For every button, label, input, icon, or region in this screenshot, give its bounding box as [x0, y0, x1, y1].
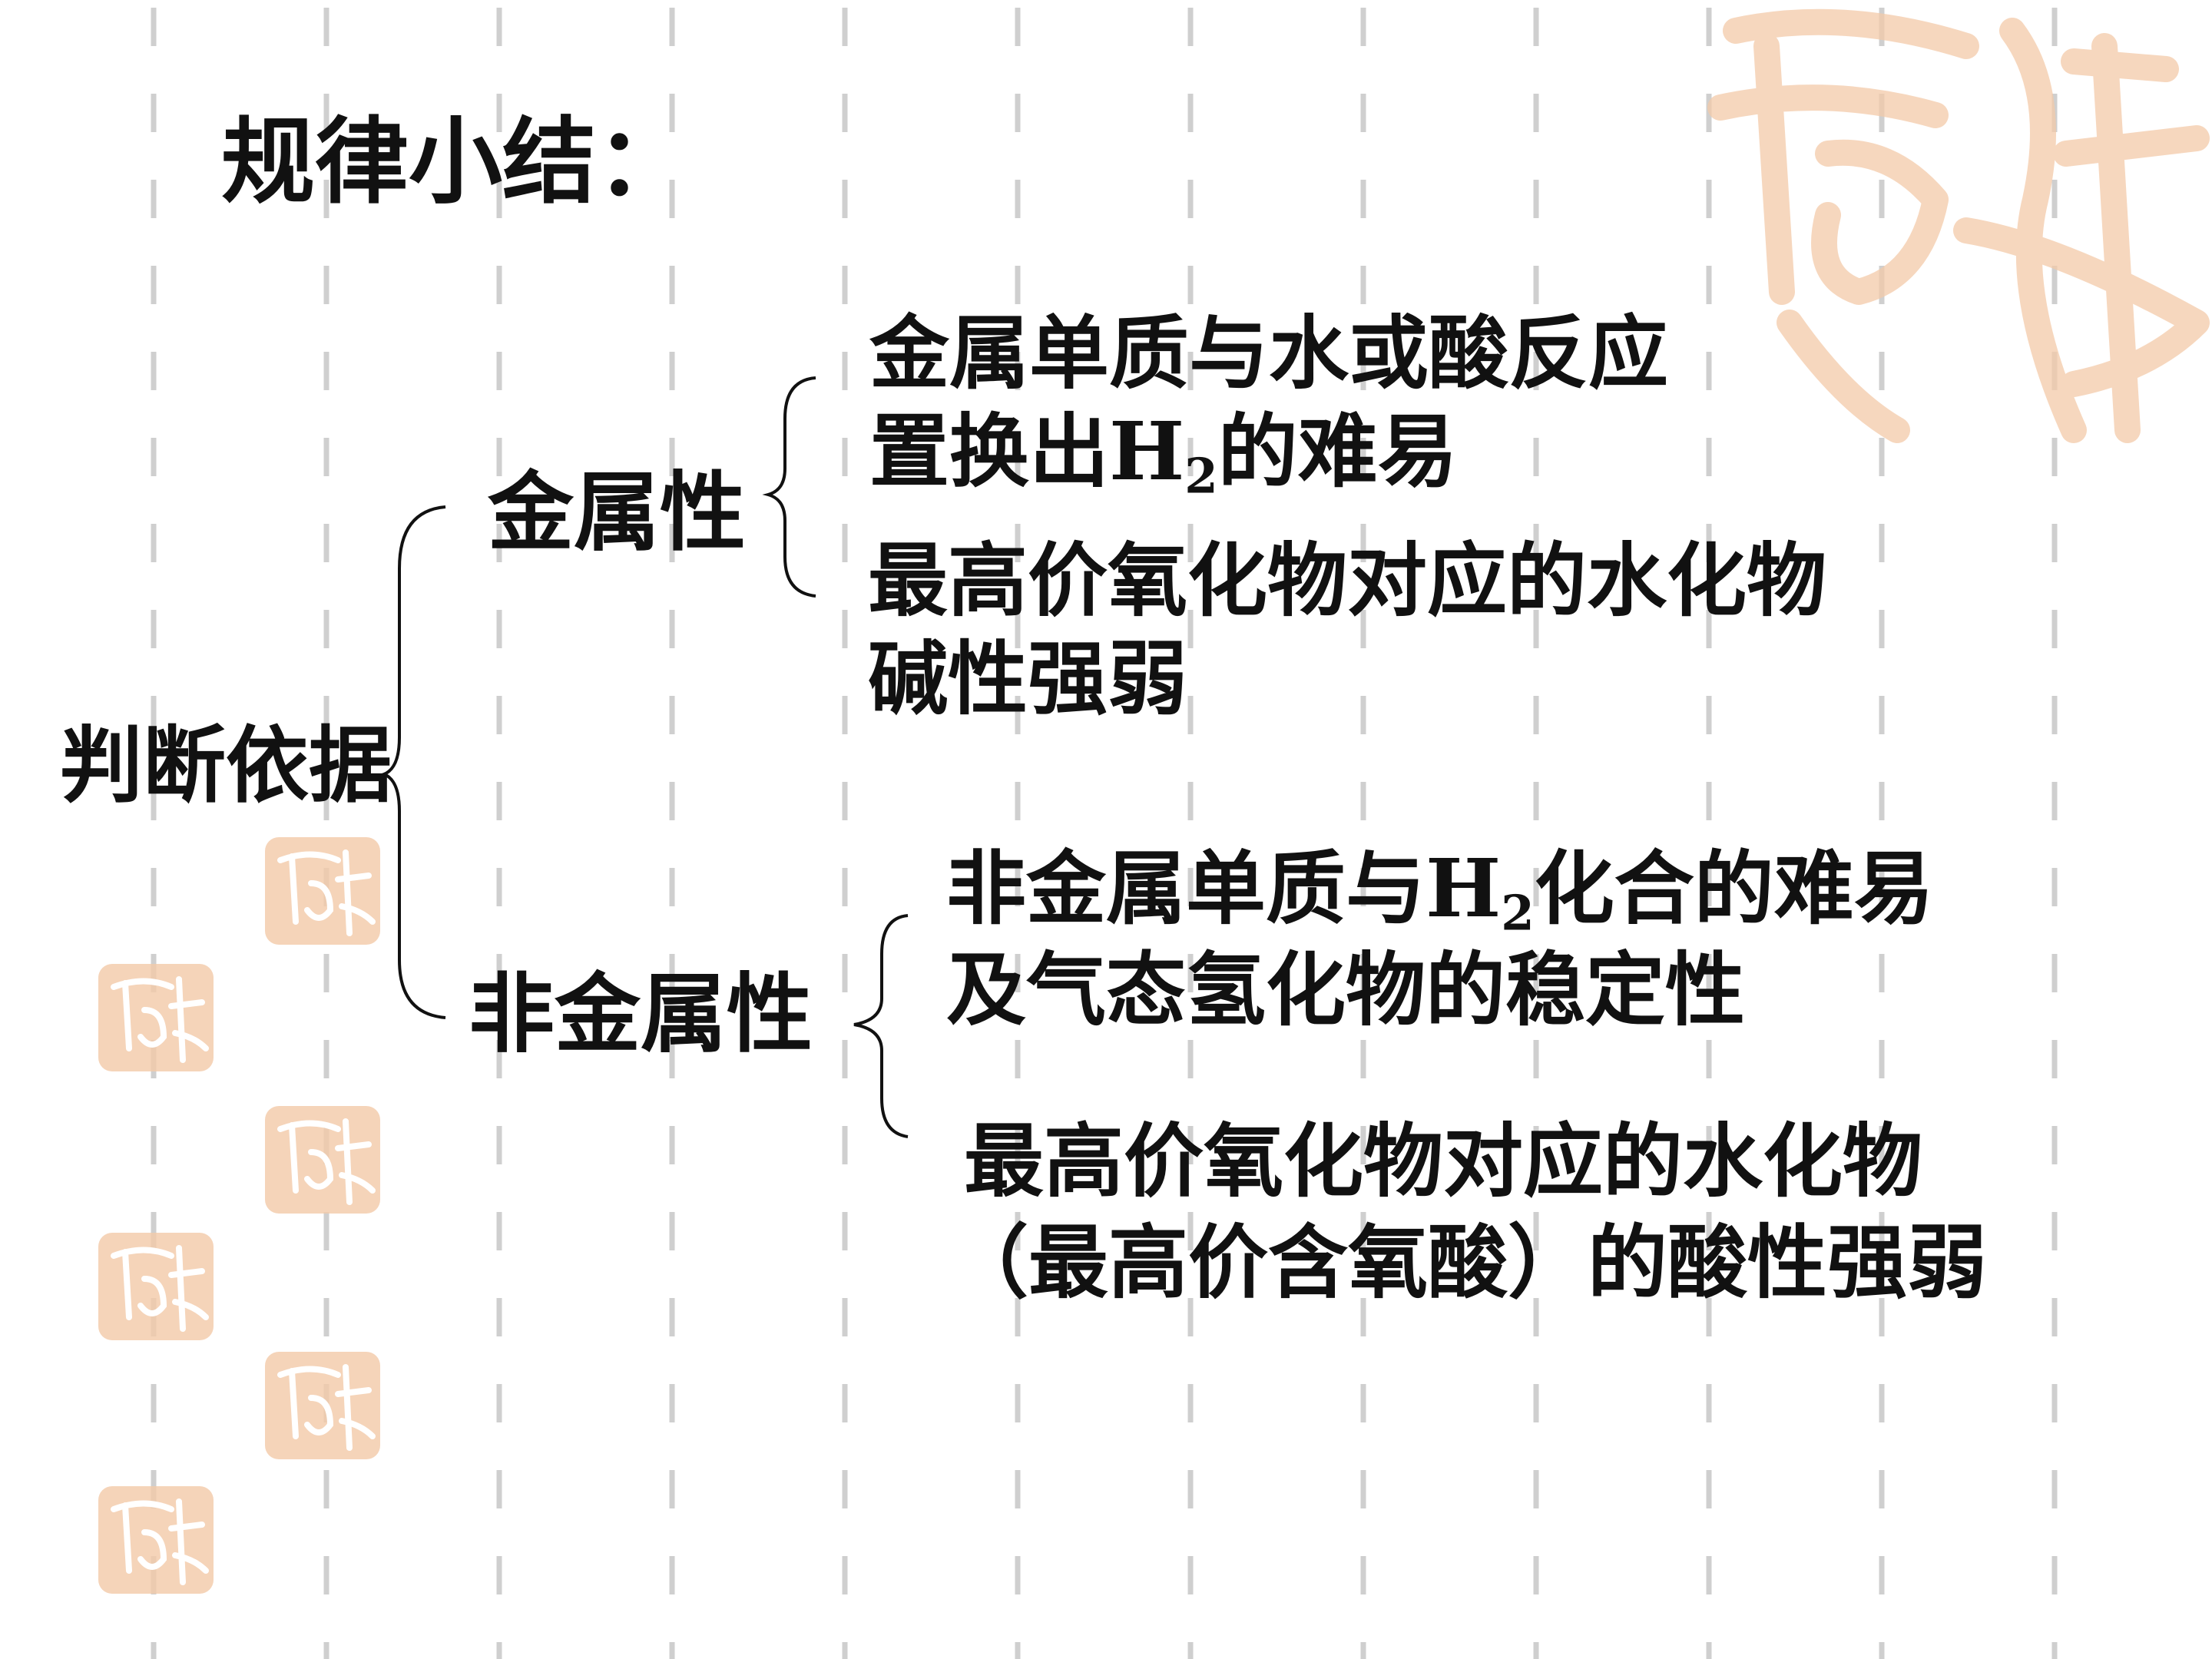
- branch-label-nonmetallicity: 非金属性: [469, 964, 813, 1065]
- criterion-line: 非金属单质与H2化合的难易: [946, 849, 1934, 937]
- seal-stamp-icon: [265, 837, 380, 945]
- seal-stamp-icon: [265, 1106, 380, 1214]
- criterion-line: 金属单质与水或酸反应: [869, 306, 1669, 400]
- criterion-line: 最高价氧化物对应的水化物: [868, 533, 1827, 628]
- criterion-line: 碱性强弱: [868, 631, 1188, 726]
- criterion-line: 最高价氧化物对应的水化物: [964, 1114, 1923, 1208]
- seal-stamp-icon: [98, 1233, 214, 1340]
- criterion-line: 置换出H2的难易: [869, 412, 1458, 500]
- criterion-text: 置换出H: [869, 404, 1185, 498]
- seal-stamp-icon: [98, 1486, 214, 1594]
- nonmetal-bracket: [853, 914, 909, 1138]
- large-seal-watermark: [1707, 8, 2210, 443]
- root-label-judgment-basis: 判断依据: [60, 718, 392, 814]
- page-title: 规律小结：: [221, 108, 690, 217]
- seal-stamp-icon: [98, 964, 214, 1071]
- criterion-text: 的难易: [1217, 404, 1458, 498]
- criterion-line: （最高价含氧酸）的酸性强弱: [949, 1215, 1988, 1310]
- branch-label-metallicity: 金属性: [488, 462, 746, 563]
- subscript: 2: [1501, 884, 1535, 942]
- subscript: 2: [1184, 447, 1218, 505]
- seal-stamp-icon: [265, 1352, 380, 1459]
- criterion-line: 及气态氢化物的稳定性: [946, 942, 1746, 1037]
- root-bracket: [379, 505, 446, 1019]
- metal-bracket: [762, 376, 816, 598]
- criterion-text: 化合的难易: [1534, 841, 1934, 935]
- criterion-text: 非金属单质与H: [946, 841, 1502, 935]
- small-seal-stamps: [98, 837, 380, 1594]
